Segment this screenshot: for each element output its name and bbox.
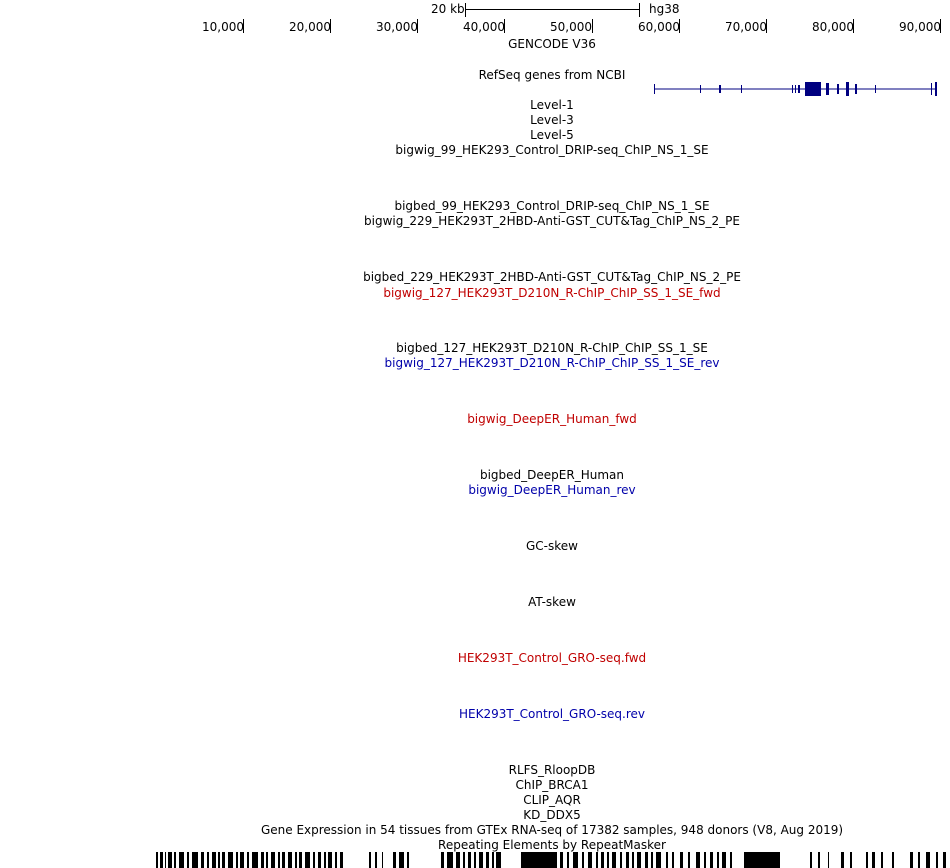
ruler-tick bbox=[243, 19, 244, 33]
track-label-bigwig-127-fwd[interactable]: bigwig_127_HEK293T_D210N_R-ChIP_ChIP_SS_… bbox=[383, 286, 721, 300]
track-label-gencode[interactable]: GENCODE V36 bbox=[508, 37, 596, 51]
track-label-deeper-rev[interactable]: bigwig_DeepER_Human_rev bbox=[468, 483, 636, 497]
track-label-gro-seq-fwd[interactable]: HEK293T_Control_GRO-seq.fwd bbox=[457, 651, 647, 665]
track-label-bigwig-127-rev[interactable]: bigwig_127_HEK293T_D210N_R-ChIP_ChIP_SS_… bbox=[384, 356, 720, 370]
track-label-deeper-fwd[interactable]: bigwig_DeepER_Human_fwd bbox=[467, 412, 637, 426]
ruler-tick-label: 60,000 bbox=[638, 20, 680, 34]
ruler-tick bbox=[679, 19, 680, 33]
ruler-tick-label: 50,000 bbox=[550, 20, 592, 34]
ruler-tick bbox=[853, 19, 854, 33]
track-label-kd-ddx5[interactable]: KD_DDX5 bbox=[523, 808, 581, 822]
track-label-bigwig-229[interactable]: bigwig_229_HEK293T_2HBD-Anti-GST_CUT&Tag… bbox=[364, 214, 740, 228]
track-label-refseq[interactable]: RefSeq genes from NCBI bbox=[478, 68, 626, 82]
track-label-chip-brca1[interactable]: ChIP_BRCA1 bbox=[515, 778, 589, 792]
ruler-tick-label: 90,000 bbox=[899, 20, 941, 34]
ruler-tick bbox=[766, 19, 767, 33]
ruler-tick-label: 10,000 bbox=[202, 20, 244, 34]
refseq-gene-model[interactable] bbox=[650, 78, 950, 100]
ruler-tick bbox=[940, 19, 941, 33]
scale-bar-label: 20 kb bbox=[431, 2, 465, 16]
ruler-tick-label: 80,000 bbox=[812, 20, 854, 34]
track-label-bigbed-127[interactable]: bigbed_127_HEK293T_D210N_R-ChIP_ChIP_SS_… bbox=[396, 341, 708, 355]
scale-bar-left-end bbox=[465, 3, 466, 17]
track-label-gro-seq-rev[interactable]: HEK293T_Control_GRO-seq.rev bbox=[458, 707, 646, 721]
track-label-deeper-bigbed[interactable]: bigbed_DeepER_Human bbox=[479, 468, 624, 482]
ruler-tick bbox=[504, 19, 505, 33]
ruler-tick bbox=[330, 19, 331, 33]
track-label-gtex[interactable]: Gene Expression in 54 tissues from GTEx … bbox=[260, 823, 844, 837]
track-label-bigbed-229[interactable]: bigbed_229_HEK293T_2HBD-Anti-GST_CUT&Tag… bbox=[363, 270, 741, 284]
track-label-bigwig-99[interactable]: bigwig_99_HEK293_Control_DRIP-seq_ChIP_N… bbox=[395, 143, 709, 157]
ruler-tick bbox=[592, 19, 593, 33]
scale-bar-line bbox=[465, 9, 639, 10]
ruler-tick bbox=[417, 19, 418, 33]
track-label-level-1[interactable]: Level-1 bbox=[530, 98, 574, 112]
ruler-tick-label: 20,000 bbox=[289, 20, 331, 34]
ruler-tick-label: 30,000 bbox=[376, 20, 418, 34]
track-label-clip-aqr[interactable]: CLIP_AQR bbox=[523, 793, 581, 807]
track-label-level-3[interactable]: Level-3 bbox=[530, 113, 574, 127]
track-label-bigbed-99[interactable]: bigbed_99_HEK293_Control_DRIP-seq_ChIP_N… bbox=[394, 199, 710, 213]
assembly-label: hg38 bbox=[649, 2, 680, 16]
track-label-gc-skew[interactable]: GC-skew bbox=[526, 539, 578, 553]
track-label-level-5[interactable]: Level-5 bbox=[530, 128, 574, 142]
track-label-at-skew[interactable]: AT-skew bbox=[528, 595, 576, 609]
ruler-tick-label: 70,000 bbox=[725, 20, 767, 34]
track-label-repeatmasker[interactable]: Repeating Elements by RepeatMasker bbox=[438, 838, 666, 852]
scale-bar-right-end bbox=[639, 3, 640, 17]
track-label-rlfs-rloopdb[interactable]: RLFS_RloopDB bbox=[508, 763, 596, 777]
repeatmasker-track[interactable] bbox=[150, 852, 950, 868]
ruler-tick-label: 40,000 bbox=[463, 20, 505, 34]
